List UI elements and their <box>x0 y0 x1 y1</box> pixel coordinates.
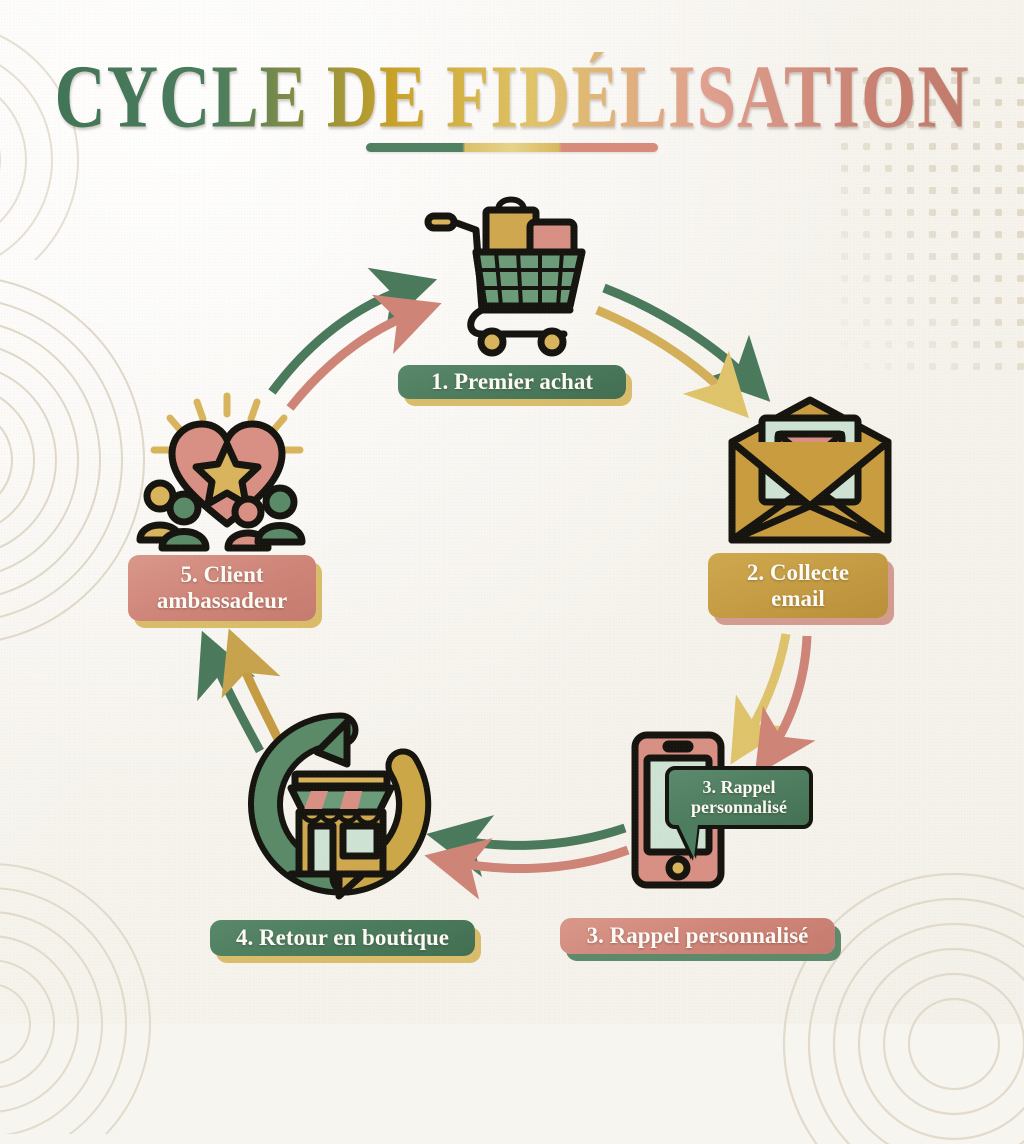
step-label-1[interactable]: 1. Premier achat <box>398 365 626 399</box>
connector-3-to-4-green <box>426 815 627 877</box>
connector-4-to-5-green <box>197 630 264 754</box>
connector-4-to-5-gold <box>221 628 284 743</box>
step-label-4[interactable]: 4. Retour en boutique <box>210 920 475 956</box>
connector-1-to-2-green <box>602 283 771 402</box>
speech-bubble-tail <box>678 824 698 858</box>
connector-3-to-4-salmon <box>424 838 630 900</box>
cycle-connectors <box>197 267 816 900</box>
page-title: CYCLE DE FIDÉLISATION <box>20 52 1003 142</box>
connector-1-to-2-gold <box>595 305 749 419</box>
step-label-5[interactable]: 5. Client ambassadeur <box>128 555 316 621</box>
connector-5-to-1-green <box>268 267 438 395</box>
speech-bubble-text: 3. Rappel personnalisé <box>665 766 813 829</box>
shop-refresh-icon <box>248 712 432 900</box>
shopping-cart-icon <box>424 196 586 357</box>
step-label-2[interactable]: 2. Collecte email <box>708 553 888 618</box>
title-rule <box>366 143 658 152</box>
connector-2-to-3-salmon <box>754 635 816 776</box>
step-label-3[interactable]: 3. Rappel personnalisé <box>560 918 835 954</box>
connector-2-to-3-gold <box>730 633 791 765</box>
heart-star-people-icon <box>136 392 306 552</box>
connector-5-to-1-salmon <box>286 294 442 411</box>
open-envelope-icon <box>728 396 892 544</box>
